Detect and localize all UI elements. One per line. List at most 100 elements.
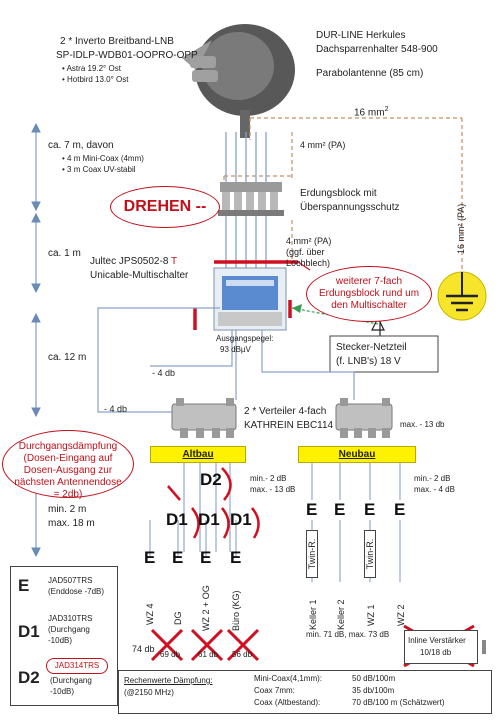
splitter-model: KATHREIN EBC114 (244, 420, 334, 431)
earth-symbol (437, 271, 487, 321)
legend-d2-desc: (Durchgang (50, 676, 92, 685)
neubau-max: max. - 4 dB (414, 485, 455, 494)
attenuation-row2-label: Coax 7mm: (254, 686, 295, 695)
room-wz2og: WZ 2 + OG (201, 585, 211, 631)
cable-length-4: min. 2 m (48, 504, 87, 515)
legend-e-symbol: E (18, 576, 30, 595)
legend-d1-code: JAD310TRS (48, 614, 93, 623)
ground-4mm-mid-3: Lochblech) (286, 258, 331, 268)
socket-e: E (230, 548, 242, 567)
distribution-cables (97, 307, 355, 413)
cable-length-2: ca. 1 m (48, 248, 81, 259)
dish-antenna: Parabolantenne (85 cm) (316, 68, 424, 79)
ground-block-label: Erdungsblock mit (300, 188, 377, 199)
ground-block (218, 182, 284, 216)
splitter-db-a: - 4 db (152, 368, 176, 378)
level-56: 56 db (232, 650, 253, 659)
legend-e-code: JAD507TRS (48, 576, 93, 585)
room-keller2: Keller 2 (336, 599, 346, 630)
splitter-db-b: - 4 db (104, 404, 128, 414)
cable-length-4b: max. 18 m (48, 518, 95, 529)
cable-length-1: ca. 7 m, davon (48, 140, 114, 151)
room-dg: DG (173, 611, 183, 626)
ground-16mm-top: 16 mm2 (354, 106, 389, 119)
ground-4mm-mid-2: (ggf. über (286, 247, 325, 257)
attenuation-row3-label: Coax (Altbestand): (254, 698, 321, 707)
socket-e: E (364, 500, 376, 519)
lnb-title: 2 * Inverto Breitband-LNB (60, 36, 174, 47)
room-twin: Twin-R. (306, 530, 318, 578)
ground-16mm-side: 16 mm² (PA) (456, 203, 466, 254)
socket-e: E (172, 548, 184, 567)
dish-mount: DUR-LINE Herkules (316, 30, 406, 41)
lnb-sat2: • Hotbird 13.0° Ost (62, 75, 129, 84)
socket-d1: D1 (166, 510, 188, 529)
socket-e: E (200, 548, 212, 567)
socket-e: E (306, 500, 318, 519)
neubau-range: min. 71 dB, max. 73 dB (306, 630, 390, 639)
legend-d2-symbol: D2 (18, 668, 40, 687)
lnb-sat1: • Astra 19.2° Ost (62, 64, 121, 73)
level-74: 74 db (132, 644, 155, 654)
inline-amplifier-box (404, 630, 478, 664)
power-supply-label: Stecker-Netzteil (336, 342, 407, 353)
inline-amplifier: Inline Verstärker (408, 636, 466, 645)
splitters (171, 398, 393, 438)
cable-detail-1: • 4 m Mini-Coax (4mm) (62, 154, 144, 163)
level-69: 69 db (160, 650, 181, 659)
output-level-value: 93 dBµV (220, 345, 251, 354)
legend-box (10, 566, 118, 706)
lnb-cables (225, 132, 267, 182)
passthrough-callout: Durchgangsdämpfung (Dosen-Eingang auf Do… (2, 430, 134, 500)
inline-amplifier-db: 10/18 db (420, 648, 452, 657)
multiswitch-name: Jultec JPS0502-8 T (90, 256, 178, 267)
room-buero: Büro (KG) (231, 590, 241, 631)
attenuation-row1-value: 50 dB/100m (352, 674, 396, 683)
power-supply (291, 304, 439, 373)
cable-length-3: ca. 12 m (48, 352, 87, 363)
attenuation-freq: (@2150 MHz) (124, 688, 174, 697)
attenuation-row2-value: 35 db/100m (352, 686, 395, 695)
altbau-max: max. - 13 dB (250, 485, 296, 494)
attenuation-box (118, 670, 492, 714)
legend-d2-code: JAD314TRS (46, 658, 108, 674)
legend-e-desc: (Enddose -7dB) (48, 587, 105, 596)
output-level-label: Ausgangspegel: (216, 334, 274, 343)
red-arcs (167, 467, 260, 539)
ground-4mm-top: 4 mm² (PA) (300, 140, 346, 150)
attenuation-row3-value: 70 dB/100 m (Schätzwert) (352, 698, 445, 707)
satellite-dish (182, 24, 295, 138)
socket-d2: D2 (200, 470, 222, 489)
attenuation-row1-label: Mini-Coax(4,1mm): (254, 674, 323, 683)
socket-e: E (334, 500, 346, 519)
zone-altbau: Altbau (150, 446, 246, 463)
power-supply-label-2: (f. LNB's) 18 V (336, 356, 401, 367)
lnb-model: SP-IDLP-WDB01-OOPRO-OPP (56, 50, 198, 61)
socket-d1: D1 (198, 510, 220, 529)
ground-block-label-2: Überspannungsschutz (300, 202, 400, 213)
legend-d2-desc-2: -10dB) (50, 687, 75, 696)
room-wz2: WZ 2 (396, 604, 406, 627)
cable-detail-2: • 3 m Coax UV-stabil (62, 165, 136, 174)
multiswitch (213, 267, 287, 331)
drehen-callout: DREHEN -- (110, 186, 220, 228)
zone-neubau: Neubau (298, 446, 416, 463)
dish-mount-2: Dachsparrenhalter 548-900 (316, 44, 438, 55)
multiswitch-type: Unicable-Multischalter (90, 270, 189, 281)
level-61: 61 db (198, 650, 219, 659)
room-wz4: WZ 4 (145, 603, 155, 626)
multiswitch-ground-callout: weiterer 7-fach Erdungsblock rund um den… (306, 266, 432, 322)
legend-d1-desc: (Durchgang (48, 625, 90, 634)
socket-e: E (394, 500, 406, 519)
socket-e: E (144, 548, 156, 567)
legend-d1-desc-2: -10dB) (48, 636, 73, 645)
neubau-min: min.- 2 dB (414, 474, 451, 483)
room-keller1: Keller 1 (308, 599, 318, 630)
altbau-min: min.- 2 dB (250, 474, 287, 483)
attenuation-title: Rechenwerte Dämpfung: (124, 676, 213, 685)
room-twin: Twin-R. (364, 530, 376, 578)
ground-wires (223, 117, 463, 272)
ground-4mm-mid: 4 mm² (PA) (286, 236, 332, 246)
legend-d1-symbol: D1 (18, 622, 40, 641)
